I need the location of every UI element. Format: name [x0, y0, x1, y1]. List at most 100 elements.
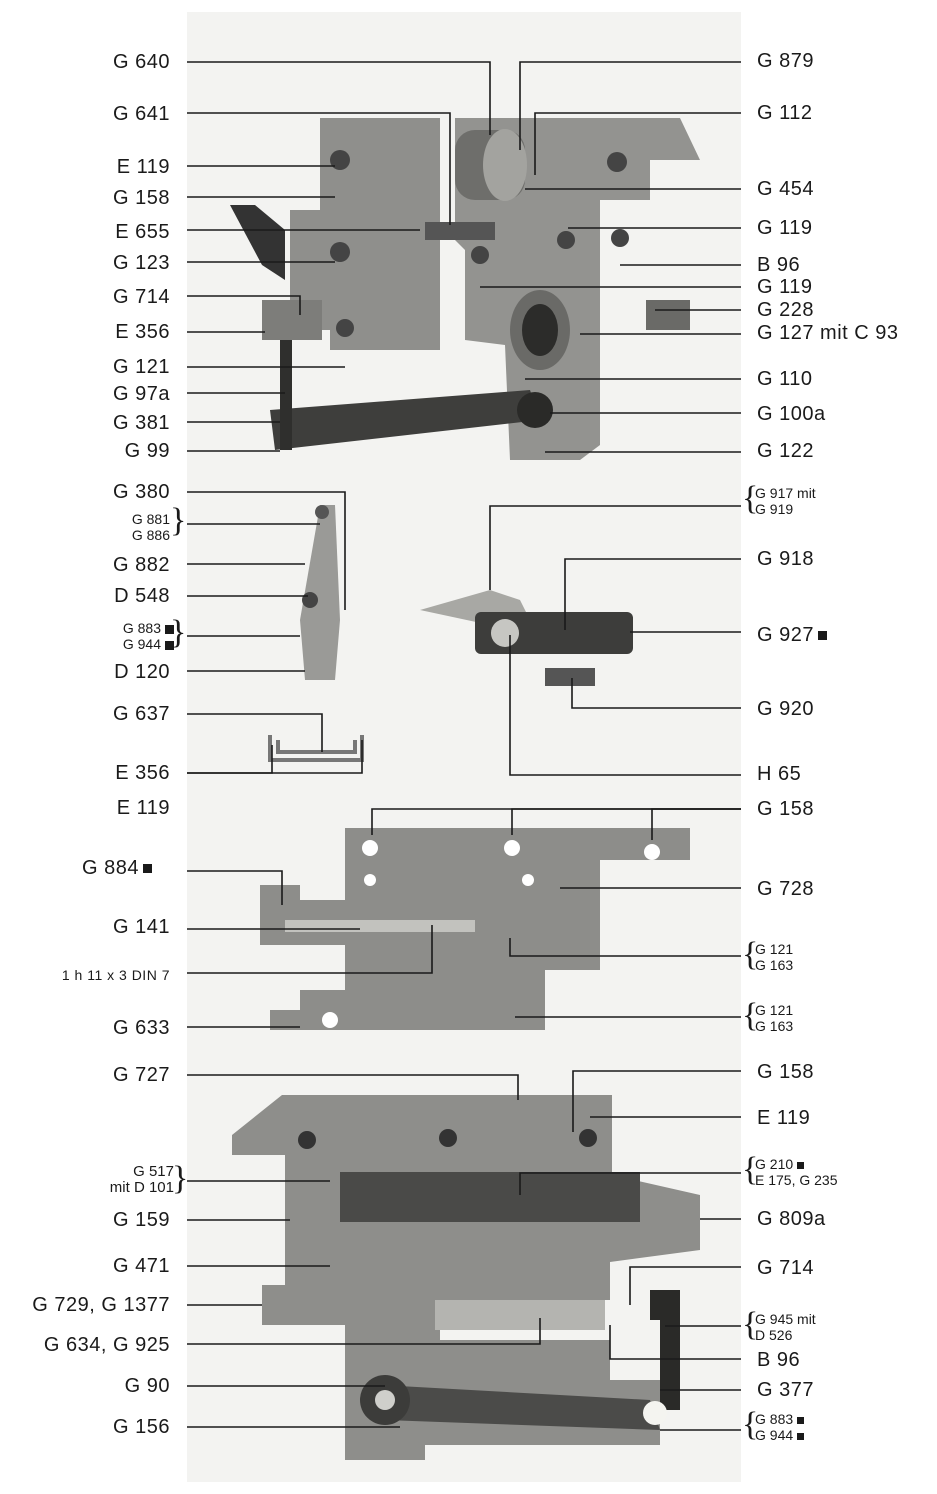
pivot-156	[643, 1401, 667, 1425]
square-marker	[142, 864, 152, 874]
label-group-g881-g886: G 881 G 886	[118, 511, 170, 543]
square-marker	[797, 1161, 805, 1169]
label-g228: G 228	[757, 299, 814, 321]
brace-right: {	[742, 1151, 759, 1188]
label-e356b: E 356	[115, 762, 170, 784]
clip-637	[268, 735, 364, 762]
lever-377	[650, 1290, 680, 1410]
label-din: 1 h 11 x 3 DIN 7	[61, 967, 170, 983]
screw-228	[646, 300, 690, 330]
label-e119c: E 119	[757, 1107, 811, 1129]
slot-141	[285, 920, 475, 932]
brace-left: }	[170, 502, 187, 539]
screw-i	[439, 1129, 457, 1147]
hole-d	[364, 874, 376, 886]
label-g141: G 141	[113, 916, 170, 938]
label-g881: G 881	[131, 511, 170, 527]
pivot-100a	[517, 392, 553, 428]
brace-right: {	[742, 1406, 759, 1443]
label-g121b: G 121	[755, 941, 794, 957]
spring-655	[425, 222, 495, 240]
label-g90: G 90	[124, 1375, 170, 1397]
stud-548	[302, 592, 318, 608]
label-group-g121-g163: G 121 G 163	[745, 941, 793, 973]
label-group-g945: G 945 mit D 526	[745, 1311, 816, 1343]
base-assembly	[232, 1095, 700, 1460]
label-g158b: G 158	[757, 798, 814, 820]
label-g110: G 110	[757, 368, 813, 390]
small-parts	[268, 505, 633, 762]
brace-right: {	[742, 997, 759, 1034]
brace-right: {	[742, 480, 759, 517]
label-g917: G 917 mit	[755, 485, 816, 501]
label-g119b: G 119	[757, 276, 813, 298]
label-mit-d101: mit D 101	[109, 1179, 174, 1196]
label-e356: E 356	[115, 321, 170, 343]
screw-e	[557, 231, 575, 249]
post-97a	[280, 340, 292, 450]
spring-920	[545, 668, 595, 686]
label-g727: G 727	[113, 1064, 170, 1086]
screw-g	[471, 246, 489, 264]
screw-d	[607, 152, 627, 172]
hole-f	[322, 1012, 338, 1028]
label-g381: G 381	[113, 412, 170, 434]
label-g158c: G 158	[757, 1061, 814, 1083]
spool-face	[483, 129, 527, 201]
label-h65: H 65	[757, 763, 802, 785]
label-g122: G 122	[757, 440, 814, 462]
screw-c	[336, 319, 354, 337]
leader-lines	[187, 61, 741, 1431]
label-g884: G 884	[82, 857, 152, 879]
pulley-hub	[375, 1390, 395, 1410]
screw-a	[330, 150, 350, 170]
square-marker	[165, 640, 174, 650]
hole-a	[362, 840, 378, 856]
square-marker	[165, 624, 174, 634]
label-g112: G 112	[757, 102, 813, 124]
bar-927	[475, 612, 633, 654]
left-wedge	[230, 205, 285, 280]
label-g380: G 380	[113, 481, 170, 503]
label-g944: G 944	[122, 636, 161, 652]
label-g809a: G 809a	[757, 1208, 826, 1230]
label-g163c: G 163	[755, 1018, 794, 1034]
screw-h	[298, 1131, 316, 1149]
screw-b	[330, 242, 350, 262]
label-g97a: G 97a	[113, 383, 170, 405]
label-g633: G 633	[113, 1017, 170, 1039]
label-group-g210: G 210 E 175, G 235	[745, 1156, 838, 1188]
label-e119: E 119	[116, 156, 170, 178]
label-g156: G 156	[113, 1416, 170, 1438]
label-d548: D 548	[114, 585, 170, 607]
screw-j	[579, 1129, 597, 1147]
crank-arm	[270, 390, 540, 450]
label-e175: E 175, G 235	[755, 1172, 838, 1188]
label-g729: G 729, G 1377	[32, 1294, 170, 1316]
label-d526: D 526	[755, 1327, 793, 1343]
label-g927-text: G 927	[757, 624, 814, 646]
label-g641: G 641	[113, 103, 170, 125]
label-g945: G 945 mit	[755, 1311, 816, 1327]
label-group-g517: G 517 mit D 101	[82, 1164, 174, 1196]
label-g886: G 886	[131, 527, 170, 543]
label-g159: G 159	[113, 1209, 170, 1231]
label-b96: B 96	[757, 254, 801, 276]
eccentric-core	[522, 304, 558, 356]
label-g121c: G 121	[755, 1002, 794, 1018]
label-e119b: E 119	[116, 797, 170, 819]
label-g883b: G 883	[755, 1411, 794, 1427]
label-g454: G 454	[757, 178, 814, 200]
label-g637: G 637	[113, 703, 170, 725]
label-g100a: G 100a	[757, 403, 826, 425]
label-g210: G 210	[755, 1156, 794, 1172]
label-g377: G 377	[757, 1379, 814, 1401]
label-e655: E 655	[115, 221, 170, 243]
label-group-g883-g944: G 883 G 944	[100, 620, 174, 652]
brace-right: {	[742, 936, 759, 973]
top-assembly	[230, 118, 700, 460]
label-group-g883b: G 883 G 944	[745, 1411, 805, 1443]
brace-left: }	[172, 1160, 189, 1197]
label-g884-text: G 884	[82, 857, 139, 879]
